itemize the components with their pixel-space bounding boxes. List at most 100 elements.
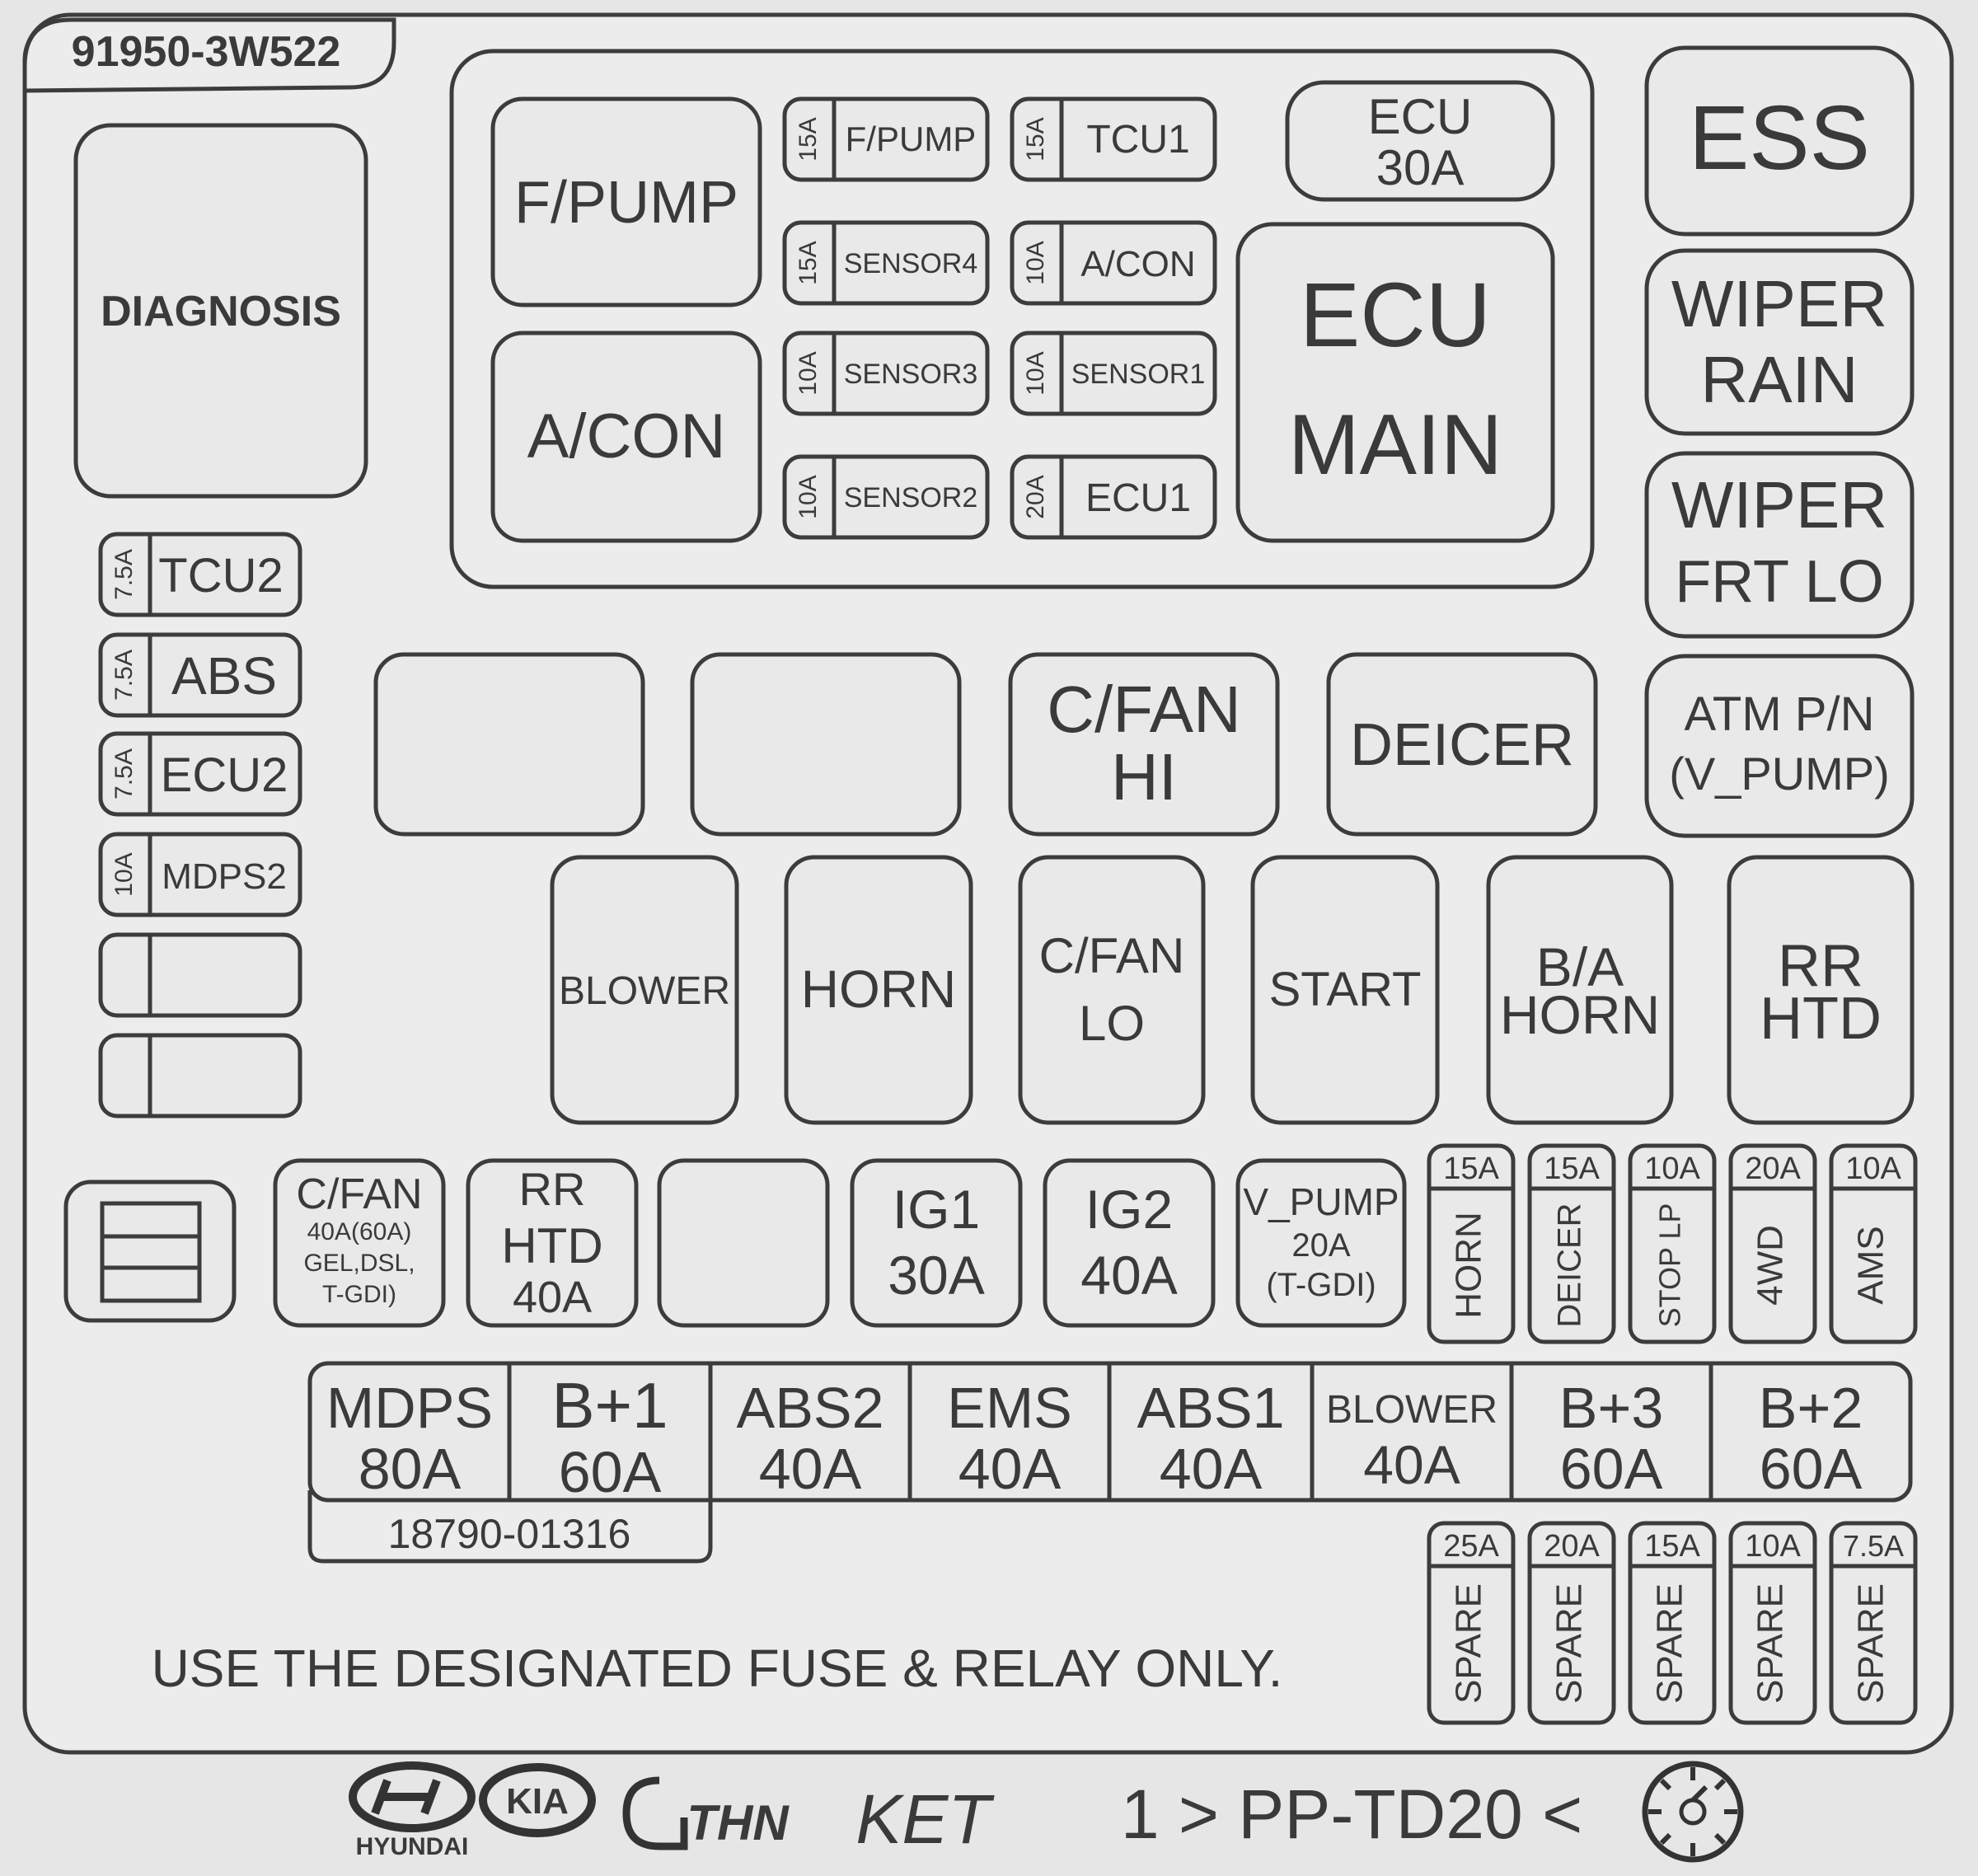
multifuse-rating: 40A [1160,1437,1263,1501]
cartridge-fuse[interactable]: IG2 40A [1043,1158,1216,1328]
mini-fuse-name: A/CON [1080,244,1195,284]
relay-fpump-label: F/PUMP [514,170,738,236]
relay-cfan-lo[interactable] [1018,855,1206,1125]
relay-blower[interactable] [550,855,739,1125]
multifuse-name: B+2 [1759,1376,1863,1440]
relay-atm-pn[interactable] [1644,654,1915,838]
date-clock-icon [1642,1761,1744,1863]
relay-ecu-main[interactable] [1235,222,1555,543]
cartridge-fuse[interactable]: IG1 30A [850,1158,1023,1328]
cartridge-fuse[interactable]: V_PUMP 20A (T-GDI) [1235,1158,1407,1328]
vertical-fuse[interactable]: 10A STOP LP [1628,1143,1717,1344]
spare-fuse-rating: 20A [1544,1529,1600,1564]
right-column: ESS WIPER RAIN WIPER FRT LO ATM P/N (V_P… [1644,45,1915,838]
vertical-fuse-name: AMS [1851,1226,1891,1304]
relay-row-1: C/FAN HI DEICER [373,652,1598,837]
spare-fuse-name: SPARE [1751,1583,1791,1704]
mini-fuse[interactable]: 15A F/PUMP [782,96,990,182]
left-fuse[interactable]: 7.5A ABS [98,632,302,718]
relay-ba-horn-label2: HORN [1500,984,1660,1045]
spare-fuse-rating: 25A [1443,1529,1499,1564]
mini-fuse[interactable]: 15A TCU1 [1010,96,1217,182]
spare-fuse-name: SPARE [1851,1583,1891,1704]
relay-rr-htd[interactable] [1727,855,1915,1125]
vertical-fuse[interactable]: 15A HORN [1427,1143,1516,1344]
relay-cfan-hi[interactable] [1008,652,1280,837]
relay-atm-pn-label: ATM P/N [1685,687,1875,741]
cartridge-line: 20A [1291,1227,1350,1264]
relay-acon-label: A/CON [527,401,726,471]
relay-cfan-hi-label: C/FAN [1047,673,1241,746]
relay-horn[interactable] [784,855,973,1125]
relay-wiper-frt-lo-label2: FRT LO [1675,549,1883,615]
relay-wiper-frt-lo[interactable] [1644,451,1915,639]
relay-cfan-lo-label2: LO [1079,996,1145,1051]
spare-fuse-name: SPARE [1549,1583,1590,1704]
vertical-fuse[interactable]: 20A 4WD [1728,1143,1817,1344]
relay-ess[interactable] [1644,45,1915,237]
multifuse-rating: 40A [759,1437,862,1501]
diagnosis-connector[interactable] [73,123,368,499]
relay-fpump[interactable] [490,96,762,307]
cartridge-fuse[interactable]: C/FAN 40A(60A) GEL,DSL, T-GDI) [273,1158,446,1328]
spare-fuse-rating: 15A [1644,1529,1700,1564]
relay-acon[interactable] [490,331,762,543]
mini-fuse[interactable]: 10A SENSOR2 [782,454,990,540]
mini-fuse[interactable]: 10A A/CON [1010,220,1217,306]
multifuse-name: BLOWER [1326,1388,1498,1432]
mini-fuse[interactable]: 15A SENSOR4 [782,220,990,306]
multifuse-sub-tab [307,1490,713,1564]
spare-fuse[interactable]: 15A SPARE [1628,1521,1717,1725]
relay-wiper-rain[interactable] [1644,248,1915,436]
spare-fuse-name: SPARE [1650,1583,1690,1704]
vertical-fuse[interactable]: 10A AMS [1829,1143,1918,1344]
relay-ba-horn[interactable] [1486,855,1674,1125]
fuse-ecu-30a[interactable] [1285,80,1555,202]
spare-fuse-group: 25A SPARE 20A SPARE 15A SPARE 10A SPARE … [1427,1521,1918,1725]
left-fuse-name: MDPS2 [162,856,287,897]
relay-start[interactable] [1250,855,1440,1125]
left-fuse[interactable]: 10A MDPS2 [98,832,302,917]
cartridge-fuse[interactable]: RR HTD 40A [466,1158,639,1328]
left-fuse[interactable]: 7.5A ECU2 [98,731,302,817]
relay-deicer-label: DEICER [1350,712,1574,778]
mini-fuse[interactable]: 20A ECU1 [1010,454,1217,540]
mini-fuse-name: SENSOR3 [844,359,978,390]
multifuse-strip: 18790-01316 MDPS 80A B+1 60A ABS2 40A EM… [307,1361,1913,1564]
left-fuse-name: TCU2 [158,549,283,603]
spare-fuse[interactable]: 20A SPARE [1527,1521,1616,1725]
relay-deicer[interactable] [1326,652,1598,837]
mini-fuse-group: 15A F/PUMP 15A TCU1 15A SENSOR4 10A A/CO… [782,96,1217,540]
left-fuse-empty[interactable] [98,1033,302,1119]
mini-fuse[interactable]: 10A SENSOR1 [1010,331,1217,416]
mini-fuse-name: TCU1 [1086,118,1189,162]
mini-fuse-rating: 15A [794,117,822,161]
relay-empty-slot[interactable] [690,652,962,837]
cartridge-fuse-empty[interactable] [657,1158,830,1328]
kia-logo: KIA [479,1763,596,1837]
cartridge-line: IG1 [893,1179,980,1240]
fuse-puller-slot[interactable] [63,1180,237,1323]
relay-empty-slot[interactable] [373,652,645,837]
multifuse-name: ABS2 [737,1376,884,1440]
spare-fuse[interactable]: 10A SPARE [1728,1521,1817,1725]
mini-fuse[interactable]: 10A SENSOR3 [782,331,990,416]
maker-mark: KET [855,1780,995,1858]
cartridge-fuse-row: C/FAN 40A(60A) GEL,DSL, T-GDI) RR HTD 40… [273,1158,1407,1328]
spare-fuse[interactable]: 25A SPARE [1427,1521,1516,1725]
cartridge-line: (T-GDI) [1266,1267,1376,1303]
left-fuse[interactable]: 7.5A TCU2 [98,532,302,617]
relay-ecu-main-label2: MAIN [1288,397,1502,493]
cartridge-line: IG2 [1085,1179,1173,1240]
vertical-fuse-rating: 10A [1644,1151,1700,1186]
mini-fuse-rating: 10A [794,475,822,518]
left-fuse-empty[interactable] [98,932,302,1018]
mini-fuse-rating: 15A [794,241,822,284]
vertical-fuse-name: 4WD [1751,1225,1791,1306]
diagnosis-label: DIAGNOSIS [101,288,341,335]
cartridge-line: 30A [888,1245,984,1306]
vertical-fuse[interactable]: 15A DEICER [1527,1143,1616,1344]
spare-fuse[interactable]: 7.5A SPARE [1829,1521,1918,1725]
left-fuse-name: ABS [171,646,277,706]
